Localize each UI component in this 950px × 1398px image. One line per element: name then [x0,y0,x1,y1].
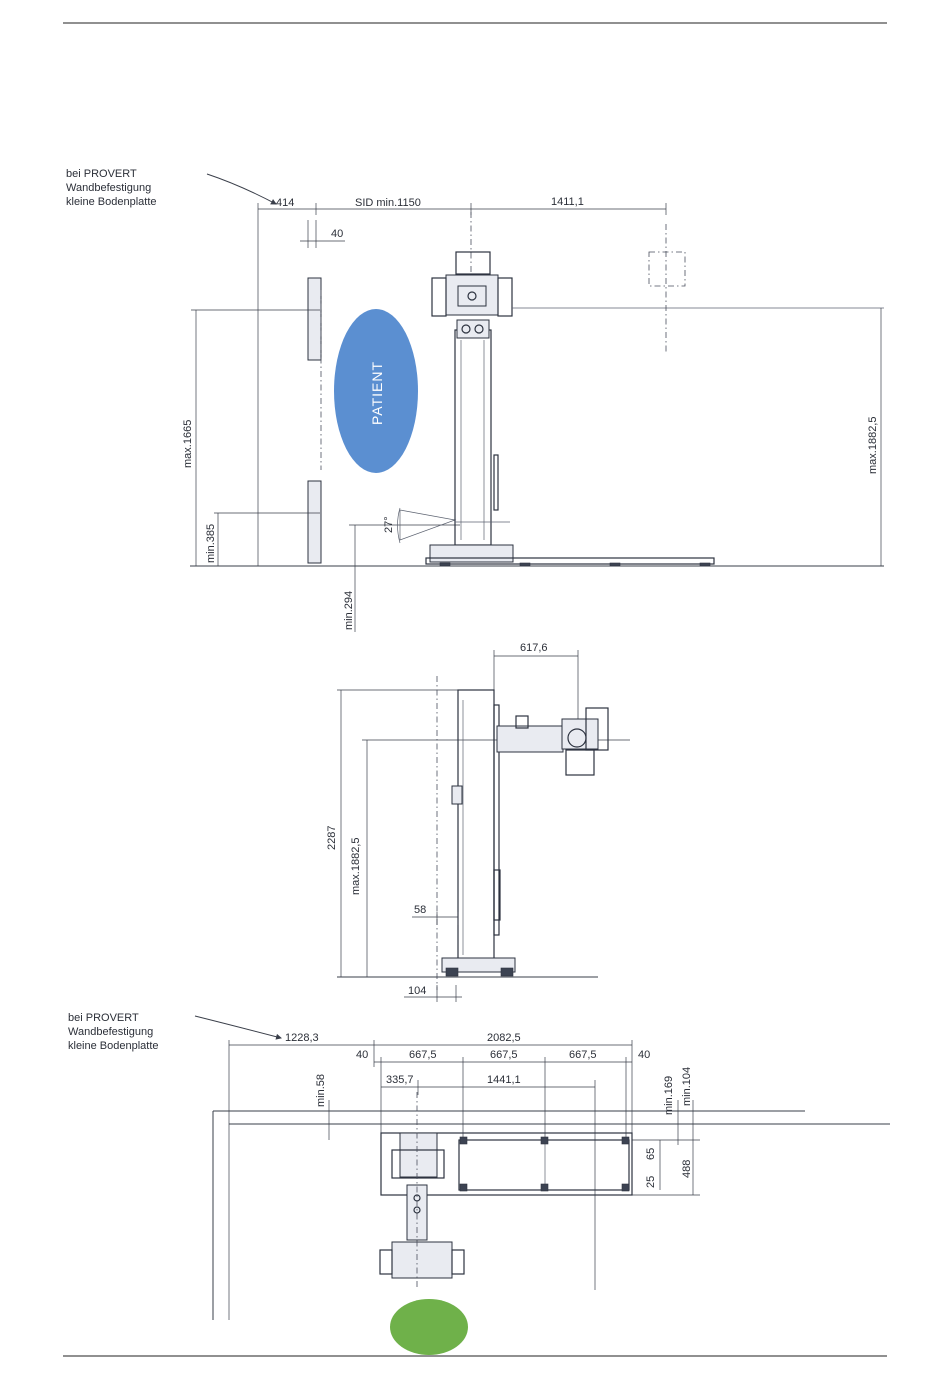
dim-1441: 1441,1 [487,1074,521,1086]
dim-1228: 1228,3 [285,1032,319,1044]
position-marker [390,1299,468,1355]
dim-2082: 2082,5 [487,1032,521,1044]
note-top-leader [207,174,276,204]
dim-max1882-side: max.1882,5 [350,838,362,895]
dim-1411: 1411,1 [551,196,584,208]
dim-min385: min.385 [205,524,217,563]
dim-25: 25 [645,1176,657,1188]
top-view: bei PROVERT Wandbefestigung kleine Boden… [68,1012,890,1355]
dim-min104: min.104 [681,1067,693,1106]
dim-104: 104 [408,985,426,997]
dim-488: 488 [681,1160,693,1178]
dim-max1665: max.1665 [182,420,194,468]
dim-667b: 667,5 [490,1049,518,1061]
dim-min294: min.294 [343,591,355,630]
note-top-line3: kleine Bodenplatte [66,196,157,208]
dim-65: 65 [645,1148,657,1160]
note-bottom-line1: bei PROVERT [68,1012,139,1024]
dim-40: 40 [331,228,343,240]
dim-40b: 40 [638,1049,650,1061]
dim-667c: 667,5 [569,1049,597,1061]
note-bottom-line2: Wandbefestigung [68,1026,153,1038]
dim-sid: SID min.1150 [355,197,421,209]
dim-58: 58 [414,904,426,916]
dim-max1882-front: max.1882,5 [867,417,879,474]
dim-2287: 2287 [326,826,338,850]
note-top-line1: bei PROVERT [66,168,137,180]
dim-667a: 667,5 [409,1049,437,1061]
note-bottom-leader [195,1016,281,1038]
note-bottom-line3: kleine Bodenplatte [68,1040,159,1052]
dim-angle-27: 27° [383,516,395,533]
dim-40a: 40 [356,1049,368,1061]
side-view: 617,6 2287 max.1882,5 58 [326,642,630,1002]
dim-414: 414 [276,197,294,209]
dim-335: 335,7 [386,1074,414,1086]
patient-label: PATIENT [369,361,385,425]
front-view: bei PROVERT Wandbefestigung kleine Boden… [66,168,884,632]
note-top-line2: Wandbefestigung [66,182,151,194]
dim-min169: min.169 [663,1076,675,1115]
dim-617: 617,6 [520,642,548,654]
dim-min58: min.58 [315,1074,327,1107]
